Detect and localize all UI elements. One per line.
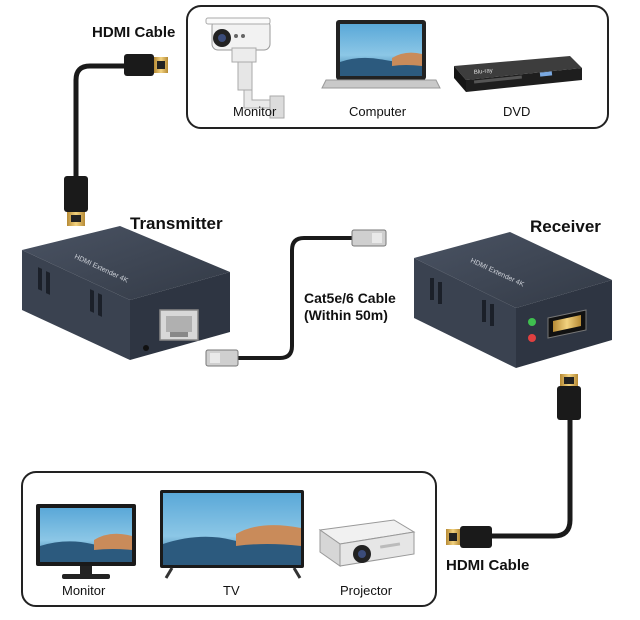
receiver-device: HDMI Extender 4K — [414, 232, 612, 368]
bottom-hdmi-cable-label: HDMI Cable — [446, 557, 530, 574]
receiver-label: Receiver — [530, 217, 601, 236]
top-hdmi-cable — [64, 54, 168, 226]
cat-cable-label-line1: Cat5e/6 Cable — [304, 290, 396, 306]
bottom-hdmi-cable — [446, 374, 581, 548]
source-label-monitor: Monitor — [233, 104, 277, 119]
transmitter-label: Transmitter — [130, 214, 223, 233]
display-label-monitor: Monitor — [62, 583, 106, 598]
cat-cable — [205, 229, 387, 367]
laptop-icon — [321, 20, 441, 89]
monitor-icon — [36, 504, 136, 579]
top-hdmi-cable-label: HDMI Cable — [92, 24, 176, 41]
display-label-tv: TV — [223, 583, 240, 598]
source-label-dvd: DVD — [503, 104, 531, 119]
source-label-computer: Computer — [349, 104, 407, 119]
transmitter-device: HDMI Extender 4K — [22, 226, 230, 360]
dvd-player-icon: Blu-ray — [454, 56, 582, 92]
security-camera-icon — [205, 17, 285, 119]
display-label-projector: Projector — [340, 583, 393, 598]
projector-icon — [318, 519, 416, 567]
tv-icon — [160, 490, 304, 579]
cat-cable-label-line2: (Within 50m) — [304, 307, 388, 323]
svg-text:Blu-ray: Blu-ray — [474, 68, 494, 76]
